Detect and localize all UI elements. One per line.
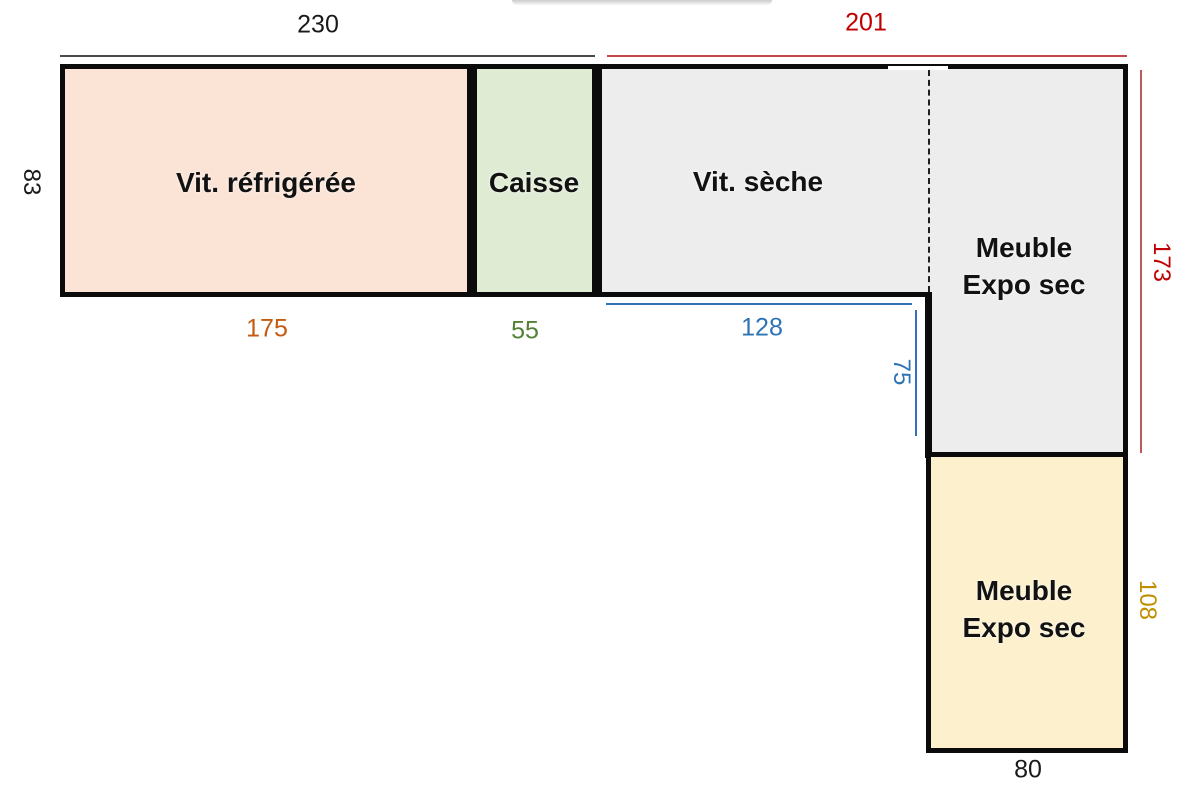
box-meuble-expo-sec-bas — [926, 452, 1128, 753]
label-vit-refrigeree: Vit. réfrigérée — [175, 167, 357, 198]
dimension-label-173: 173 — [1148, 241, 1175, 283]
dimension-label-201: 201 — [845, 8, 887, 37]
label-vit-seche: Vit. sèche — [692, 166, 824, 197]
dimension-label-128: 128 — [741, 313, 783, 342]
label-meuble-haut-line2: Expo sec — [962, 269, 1086, 300]
dashed-separator-line — [928, 70, 930, 292]
dimension-line-75 — [915, 310, 917, 436]
label-caisse: Caisse — [488, 167, 580, 198]
dimension-label-83: 83 — [18, 168, 45, 196]
dimension-label-108: 108 — [1134, 579, 1161, 621]
box-vit-seche — [597, 64, 931, 297]
label-meuble-bas-line2: Expo sec — [962, 612, 1086, 643]
label-meuble-haut-line1: Meuble — [975, 232, 1073, 263]
label-meuble-bas-line1: Meuble — [975, 575, 1073, 606]
box-caisse — [472, 64, 597, 297]
dimension-label-175: 175 — [246, 314, 288, 343]
dimension-label-75: 75 — [888, 358, 915, 386]
label-meuble-expo-sec-bas: Meuble Expo sec — [963, 572, 1086, 646]
top-edge-artifact — [512, 0, 772, 5]
label-meuble-expo-sec-haut: Meuble Expo sec — [963, 229, 1086, 303]
box-vit-refrigeree — [60, 64, 472, 297]
top-border-notch — [888, 66, 948, 70]
dimension-line-201 — [607, 55, 1127, 57]
dimension-line-173 — [1140, 70, 1142, 453]
dimension-line-128 — [606, 303, 912, 305]
dimension-line-230 — [60, 55, 595, 57]
step-border — [925, 292, 932, 458]
dimension-label-55: 55 — [511, 316, 539, 345]
dimension-label-80: 80 — [1014, 755, 1042, 784]
dimension-label-230: 230 — [297, 10, 339, 39]
